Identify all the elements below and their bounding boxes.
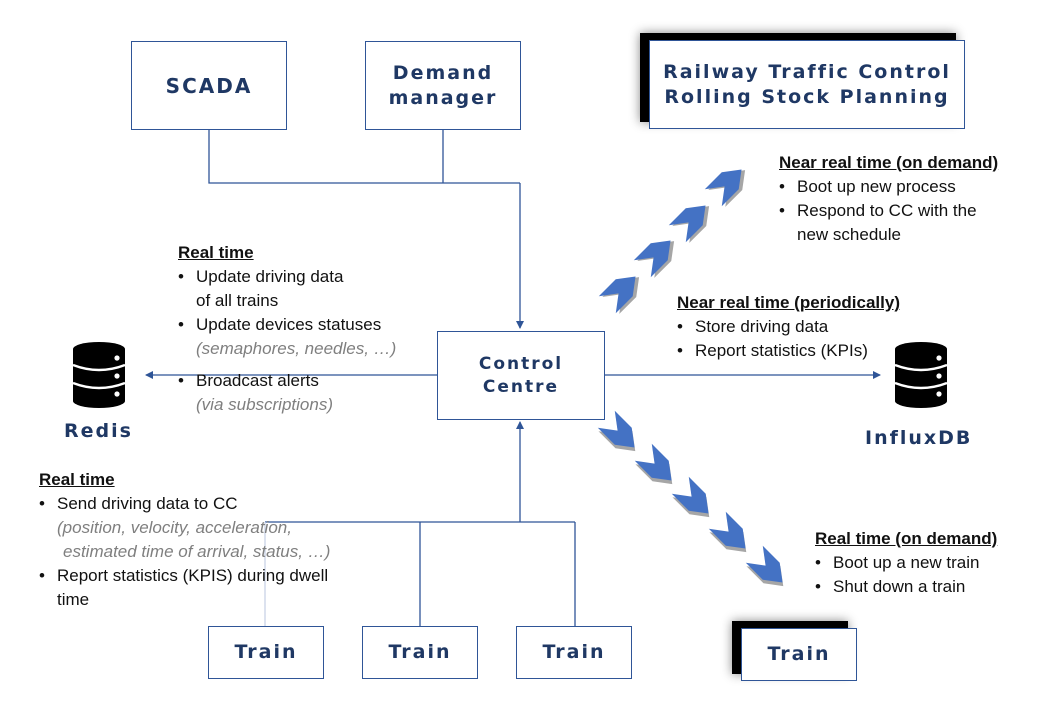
chevrons-up xyxy=(598,169,746,314)
note-heading: Real time xyxy=(39,470,115,489)
train-node-3: Train xyxy=(516,626,632,679)
note-near-realtime-periodic: Near real time (periodically) Store driv… xyxy=(677,291,900,363)
chevron-arrow-icon xyxy=(745,545,784,587)
note-subtext: estimated time of arrival, status, …) xyxy=(63,542,331,561)
chevron-arrow-icon xyxy=(598,276,640,314)
note-bullet: Store driving data xyxy=(677,315,900,339)
note-heading: Real time (on demand) xyxy=(815,529,998,548)
note-realtime-ondemand: Real time (on demand) Boot up a new trai… xyxy=(815,527,997,599)
train-node-2: Train xyxy=(362,626,478,679)
chevron-arrow-icon xyxy=(708,511,747,553)
note-bullet: Broadcast alerts xyxy=(178,369,396,393)
chevron-arrow-icon xyxy=(597,410,636,452)
database-icon xyxy=(894,342,948,408)
influxdb-label: InfluxDB xyxy=(865,427,973,449)
note-subtext: (semaphores, needles, …) xyxy=(196,339,397,358)
database-icon xyxy=(72,342,126,408)
note-heading: Real time xyxy=(178,243,254,262)
note-subtext: (via subscriptions) xyxy=(196,395,333,414)
note-bullet-cont: of all trains xyxy=(196,291,279,310)
demand-manager-node: Demand manager xyxy=(365,41,521,130)
note-bullet-cont: time xyxy=(57,590,90,609)
chevrons-down xyxy=(597,410,784,587)
chevron-arrow-icon xyxy=(671,476,710,518)
note-heading: Near real time (on demand) xyxy=(779,153,999,172)
note-bullet: Update devices statuses xyxy=(178,313,396,337)
note-bullet: Report statistics (KPIs) xyxy=(677,339,900,363)
scada-to-cc-line xyxy=(208,130,520,184)
note-heading: Near real time (periodically) xyxy=(677,293,900,312)
note-bullet: Send driving data to CC xyxy=(39,492,330,516)
note-near-realtime-ondemand: Near real time (on demand) Boot up new p… xyxy=(779,151,998,247)
chevron-arrow-icon xyxy=(704,169,746,207)
note-bullet: Update driving data xyxy=(178,265,396,289)
note-realtime-control: Real time Update driving data of all tra… xyxy=(178,241,396,417)
note-realtime-trains: Real time Send driving data to CC (posit… xyxy=(39,468,330,612)
scada-node: SCADA xyxy=(131,41,287,130)
chevron-arrow-icon xyxy=(633,240,675,278)
note-bullet: Shut down a train xyxy=(815,575,997,599)
train-node-1: Train xyxy=(208,626,324,679)
note-bullet: Boot up a new train xyxy=(815,551,997,575)
control-centre-node: Control Centre xyxy=(437,331,605,420)
railway-traffic-control-node: Railway Traffic Control Rolling Stock Pl… xyxy=(649,40,965,129)
note-bullet: Boot up new process xyxy=(779,175,998,199)
note-bullet-cont: new schedule xyxy=(797,225,901,244)
spawned-train-node: Train xyxy=(741,628,857,681)
redis-label: Redis xyxy=(64,420,133,442)
note-bullet: Respond to CC with the xyxy=(779,199,998,223)
chevron-arrow-icon xyxy=(668,205,710,243)
note-subtext: (position, velocity, acceleration, xyxy=(57,518,292,537)
note-bullet: Report statistics (KPIS) during dwell xyxy=(39,564,330,588)
chevron-arrow-icon xyxy=(634,443,673,485)
